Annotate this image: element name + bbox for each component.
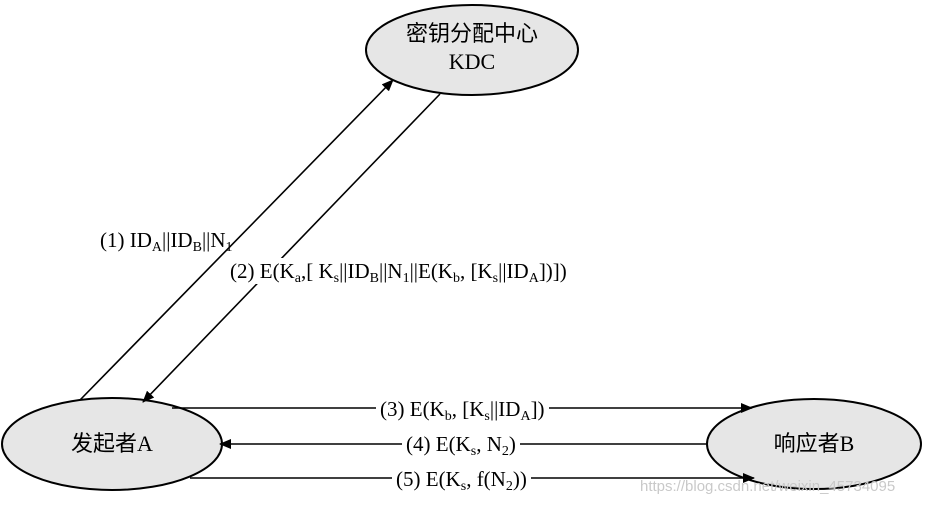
kdc-node	[365, 4, 579, 96]
m2-text-4: ||E(K	[409, 259, 453, 283]
m2-text-5: , [K	[459, 259, 493, 283]
m3-prefix: (3) E(K	[380, 397, 445, 421]
m1-prefix: (1) ID	[100, 228, 152, 252]
m2-text-3: ||N	[379, 259, 403, 283]
m2-sub-1: a	[294, 271, 301, 286]
m1-sub-1: 1	[225, 240, 233, 255]
m3-sub-3: A	[520, 409, 531, 424]
m4-sub-1: s	[470, 444, 477, 459]
m1-sub-a: A	[151, 240, 163, 255]
m1-text-1: ||ID	[162, 228, 193, 252]
message-4-label: (4) E(Ks, N2)	[402, 431, 520, 459]
m3-text-1: , [K	[451, 397, 485, 421]
kdc-label-line2: KDC	[448, 49, 496, 74]
m4-text-1: , N	[476, 432, 502, 456]
m4-text-2: )	[508, 432, 516, 456]
m1-sub-b: B	[192, 240, 202, 255]
m3-text-3: ])	[530, 397, 545, 421]
m2-prefix: (2) E(K	[230, 259, 295, 283]
message-5-label: (5) E(Ks, f(N2))	[392, 466, 531, 494]
m2-text-6: ||ID	[498, 259, 529, 283]
m5-prefix: (5) E(K	[396, 467, 461, 491]
arrow-kdc-to-a	[142, 93, 441, 403]
m2-sub-4: 1	[402, 271, 410, 286]
m2-sub-5: b	[452, 271, 460, 286]
message-2-label: (2) E(Ka,[ Ks||IDB||N1||E(Kb, [Ks||IDA])…	[226, 258, 571, 286]
m1-text-2: ||N	[201, 228, 226, 252]
m2-text-2: ||ID	[339, 259, 370, 283]
m5-text-1: , f(N	[466, 467, 506, 491]
m3-sub-2: s	[484, 409, 490, 424]
kdc-label-line1: 密钥分配中心	[405, 21, 538, 46]
m5-text-2: ))	[512, 467, 527, 491]
m3-text-2: ||ID	[489, 397, 521, 421]
watermark: https://blog.csdn.net/weixin_45734095	[640, 478, 896, 495]
m2-sub-3: B	[369, 271, 379, 286]
message-3-label: (3) E(Kb, [Ks||IDA])	[376, 396, 549, 424]
message-1-label: (1) IDA||IDB||N1	[100, 227, 233, 255]
m5-sub-1: s	[460, 479, 467, 494]
m2-text-1: ,[ K	[300, 259, 334, 283]
m2-text-7: ])])	[538, 259, 567, 283]
initiator-label: 发起者A	[71, 431, 153, 456]
m4-prefix: (4) E(K	[406, 432, 471, 456]
m4-sub-2: 2	[501, 444, 509, 459]
m2-sub-6: s	[492, 271, 499, 286]
m5-sub-2: 2	[505, 479, 513, 494]
m3-sub-1: b	[444, 409, 452, 424]
arrow-a-to-kdc	[79, 79, 394, 401]
m2-sub-2: s	[333, 271, 340, 286]
kdc-label: 密钥分配中心 KDC	[372, 20, 572, 76]
responder-label: 响应者B	[773, 431, 855, 456]
m2-sub-7: A	[528, 271, 539, 286]
